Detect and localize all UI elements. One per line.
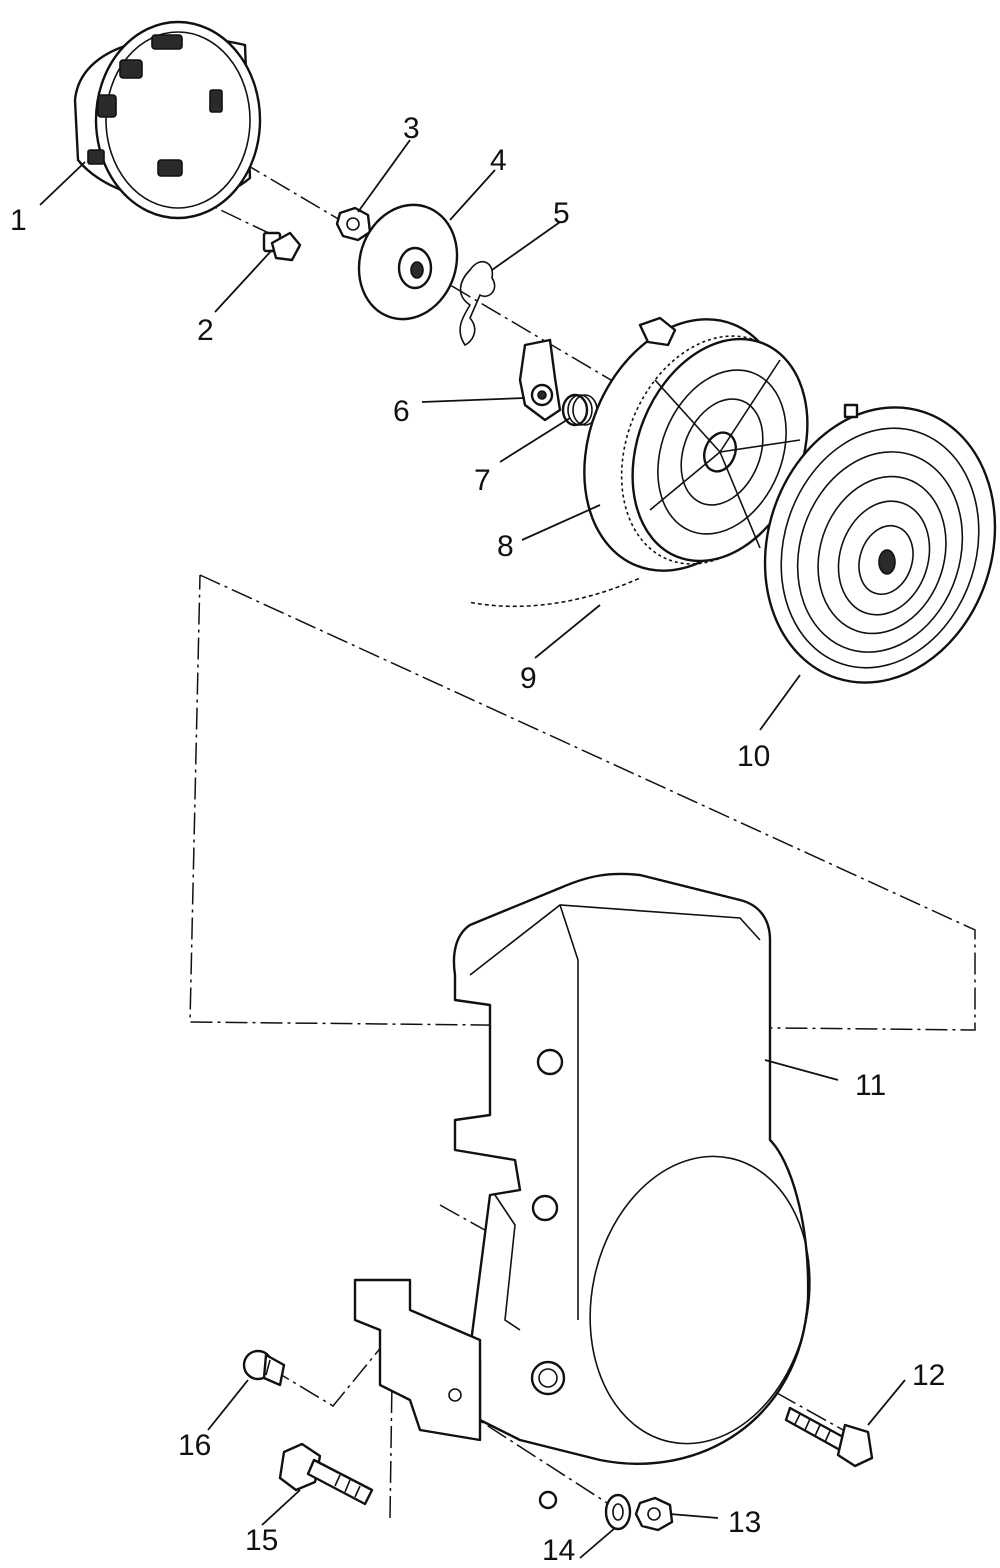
recoil-spring (763, 403, 997, 684)
pawl (518, 338, 562, 422)
callout-3: 3 (403, 112, 420, 145)
leader-lines (39, 139, 906, 1559)
callout-14: 14 (542, 1534, 575, 1567)
nut (335, 206, 372, 242)
callout-16: 16 (178, 1429, 211, 1462)
callout-11: 11 (855, 1069, 886, 1102)
callout-15: 15 (245, 1524, 278, 1557)
callout-9: 9 (520, 662, 537, 695)
collar-nut (242, 1349, 286, 1387)
callouts: 1 2 3 4 5 6 7 8 9 10 11 12 13 14 15 16 (10, 112, 945, 1567)
starter-rope (467, 576, 641, 608)
shoulder-bolt (278, 1442, 374, 1506)
rope-pulley (583, 316, 809, 572)
callout-2: 2 (197, 314, 214, 347)
bolt-long (784, 1406, 874, 1468)
friction-plate (357, 203, 459, 321)
callout-13: 13 (728, 1506, 761, 1539)
hex-nut (634, 1496, 674, 1532)
mounting-bracket (353, 1278, 482, 1442)
screw (262, 231, 302, 262)
spring-clip (459, 260, 496, 346)
callout-10: 10 (737, 740, 770, 773)
callout-12: 12 (912, 1359, 945, 1392)
washer (604, 1493, 632, 1531)
starter-cup (73, 20, 262, 220)
callout-1: 1 (10, 204, 27, 237)
blower-housing (452, 872, 811, 1510)
callout-7: 7 (474, 464, 491, 497)
callout-6: 6 (393, 395, 410, 428)
callout-8: 8 (497, 530, 514, 563)
callout-4: 4 (490, 144, 507, 177)
callout-5: 5 (553, 197, 570, 230)
